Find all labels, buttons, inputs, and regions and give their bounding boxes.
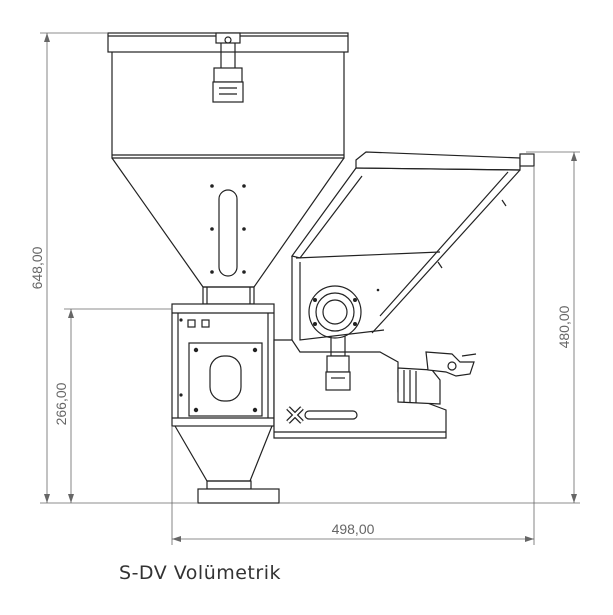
lid-latch-clamp: [212, 32, 244, 103]
dim-right-height: 480,00: [556, 305, 572, 348]
dimension-lines: [40, 32, 580, 545]
main-hopper: [107, 32, 349, 305]
secondary-hopper: [290, 151, 535, 341]
feeder-clamp: [325, 336, 351, 391]
adjustment-knob: [286, 406, 304, 424]
dim-total-height: 648,00: [29, 246, 45, 289]
hopper-screws: [210, 184, 246, 274]
motor-unit: [397, 351, 477, 405]
feeder-base: [273, 336, 477, 439]
dim-base-height: 266,00: [53, 382, 69, 425]
drawing-caption: S-DV Volümetrik: [119, 562, 281, 584]
dosing-body: [171, 303, 280, 504]
dim-total-width: 498,00: [332, 521, 375, 537]
